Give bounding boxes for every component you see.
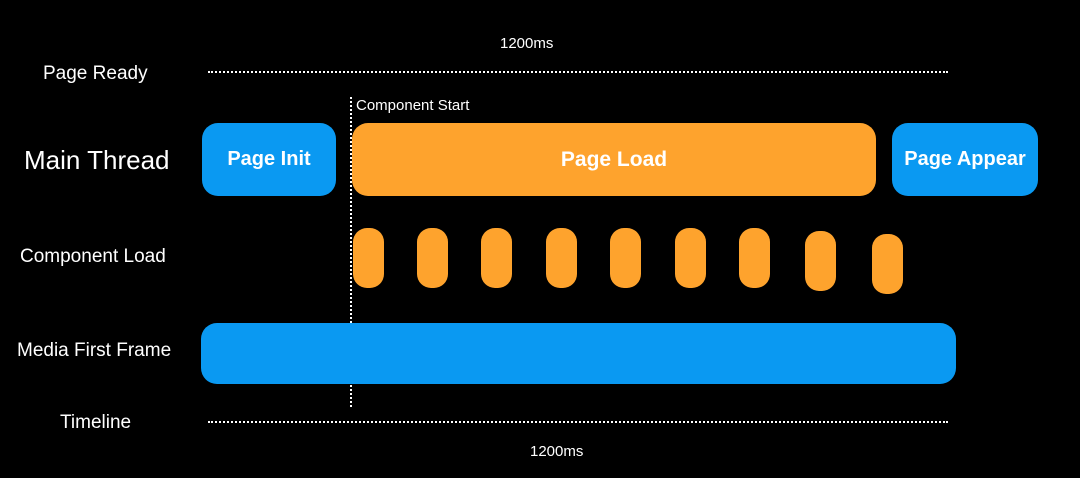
timeline-line <box>208 421 948 423</box>
timeline-label: Timeline <box>60 412 132 433</box>
component-start-marker <box>350 97 352 407</box>
media-first-frame-bar <box>201 323 956 384</box>
page-load-block: Page Load <box>352 123 876 196</box>
main-thread-label: Main Thread <box>24 145 170 175</box>
component-load-bar <box>481 228 512 288</box>
timeline-duration: 1200ms <box>530 443 584 460</box>
page-init-block: Page Init <box>202 123 336 196</box>
component-load-bar <box>353 228 384 288</box>
page-appear-block: Page Appear <box>892 123 1038 196</box>
component-load-bar <box>610 228 641 288</box>
component-load-bar <box>546 228 577 288</box>
page-ready-label: Page Ready <box>43 63 148 84</box>
media-first-frame-label: Media First Frame <box>17 340 172 361</box>
page-ready-duration: 1200ms <box>500 35 554 52</box>
component-load-label: Component Load <box>20 246 166 267</box>
component-load-bar <box>872 234 903 294</box>
component-load-bar <box>417 228 448 288</box>
component-load-bar <box>675 228 706 288</box>
component-start-label: Component Start <box>356 97 470 114</box>
component-load-bar <box>739 228 770 288</box>
component-load-bar <box>805 231 836 291</box>
page-ready-line <box>208 71 948 73</box>
